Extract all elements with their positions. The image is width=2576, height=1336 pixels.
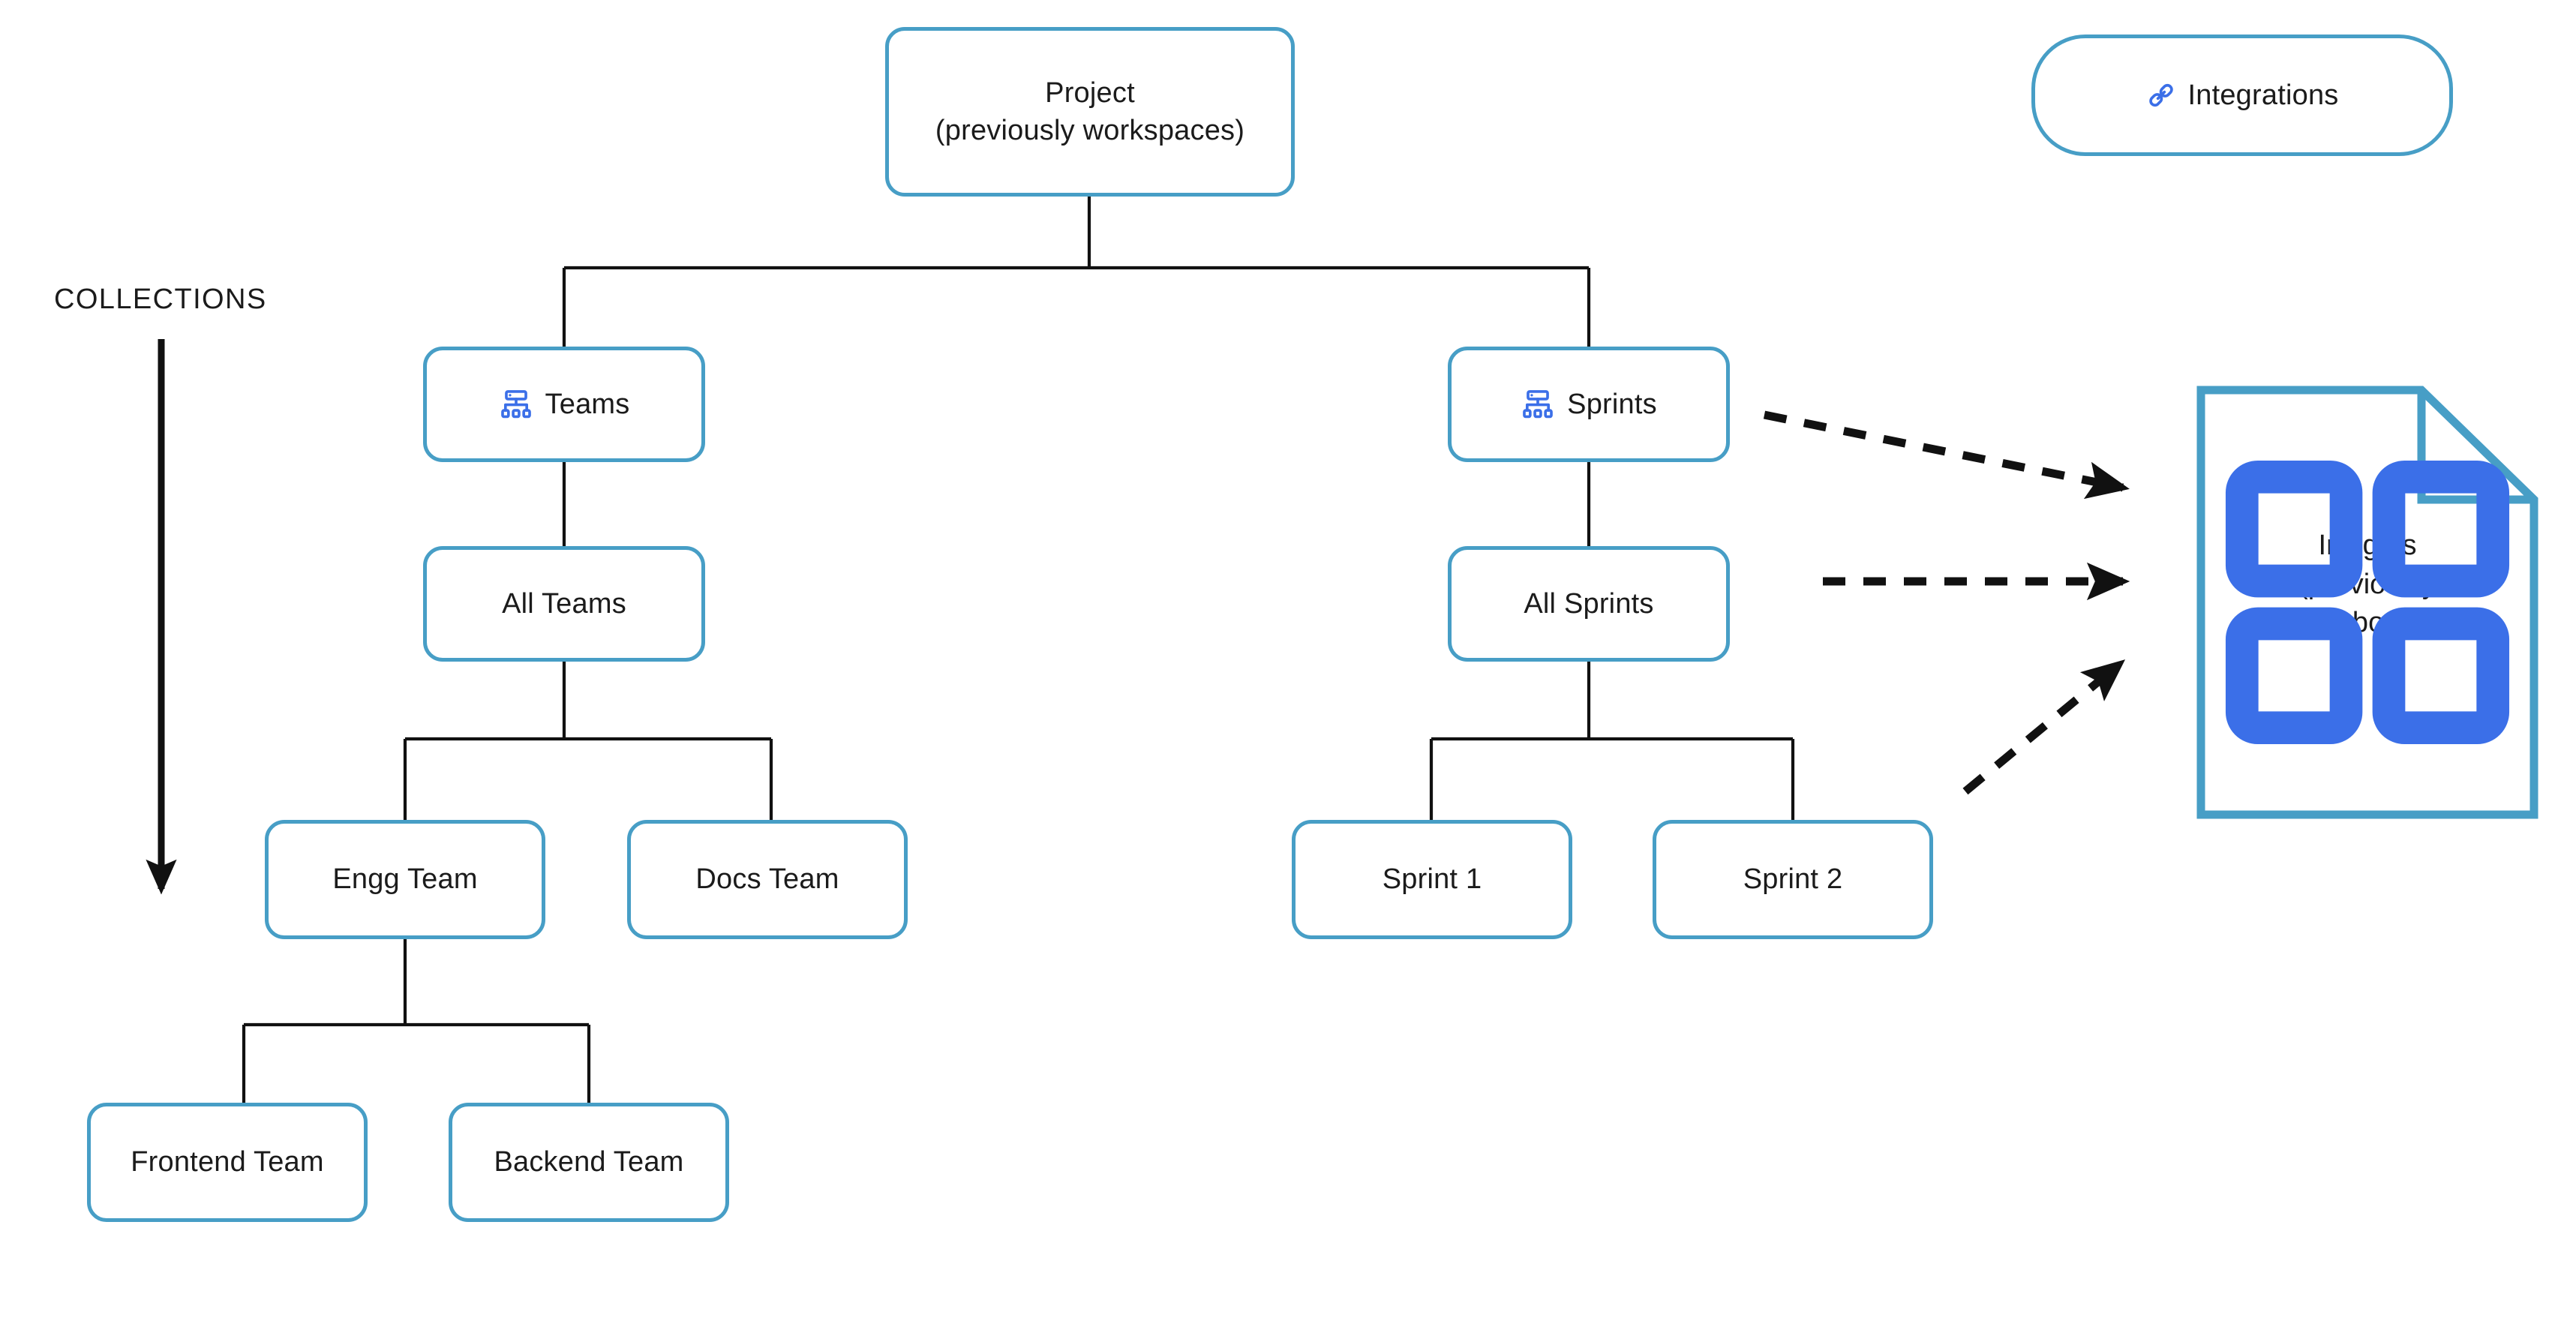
hierarchy-icon bbox=[1521, 387, 1555, 422]
node-integrations[interactable]: Integrations bbox=[2031, 35, 2453, 156]
node-docs-team-label: Docs Team bbox=[695, 863, 839, 896]
node-project-label: Project (previously workspaces) bbox=[935, 77, 1245, 146]
node-frontend-team[interactable]: Frontend Team bbox=[87, 1103, 368, 1222]
node-backend-team-label: Backend Team bbox=[494, 1146, 684, 1178]
node-sprint-2-label: Sprint 2 bbox=[1743, 863, 1843, 896]
hierarchy-icon bbox=[499, 387, 533, 422]
node-all-sprints[interactable]: All Sprints bbox=[1448, 546, 1730, 662]
node-sprints-label: Sprints bbox=[1567, 388, 1657, 420]
node-all-teams[interactable]: All Teams bbox=[423, 546, 705, 662]
link-icon bbox=[2146, 80, 2176, 110]
node-backend-team[interactable]: Backend Team bbox=[449, 1103, 729, 1222]
node-sprint-2[interactable]: Sprint 2 bbox=[1653, 820, 1933, 939]
node-insights[interactable]: Insights (previously Dashboards) bbox=[2196, 386, 2538, 819]
node-all-sprints-label: All Sprints bbox=[1524, 587, 1654, 620]
node-all-teams-label: All Teams bbox=[502, 587, 626, 620]
dashed-arrow-sprint2-insights bbox=[1962, 659, 2126, 795]
node-sprint-1-label: Sprint 1 bbox=[1382, 863, 1482, 896]
collections-label: COLLECTIONS bbox=[54, 284, 267, 315]
node-frontend-team-label: Frontend Team bbox=[131, 1146, 324, 1178]
node-docs-team[interactable]: Docs Team bbox=[627, 820, 908, 939]
node-sprints[interactable]: Sprints bbox=[1448, 347, 1730, 462]
node-project[interactable]: Project (previously workspaces) bbox=[885, 27, 1295, 197]
node-integrations-label: Integrations bbox=[2187, 79, 2339, 111]
dashed-arrow-sprints-insights bbox=[1763, 410, 2130, 500]
node-engg-team[interactable]: Engg Team bbox=[265, 820, 545, 939]
node-engg-team-label: Engg Team bbox=[332, 863, 478, 896]
node-teams[interactable]: Teams bbox=[423, 347, 705, 462]
grid-icon bbox=[2225, 460, 2510, 745]
node-teams-label: Teams bbox=[545, 388, 630, 420]
node-sprint-1[interactable]: Sprint 1 bbox=[1292, 820, 1572, 939]
